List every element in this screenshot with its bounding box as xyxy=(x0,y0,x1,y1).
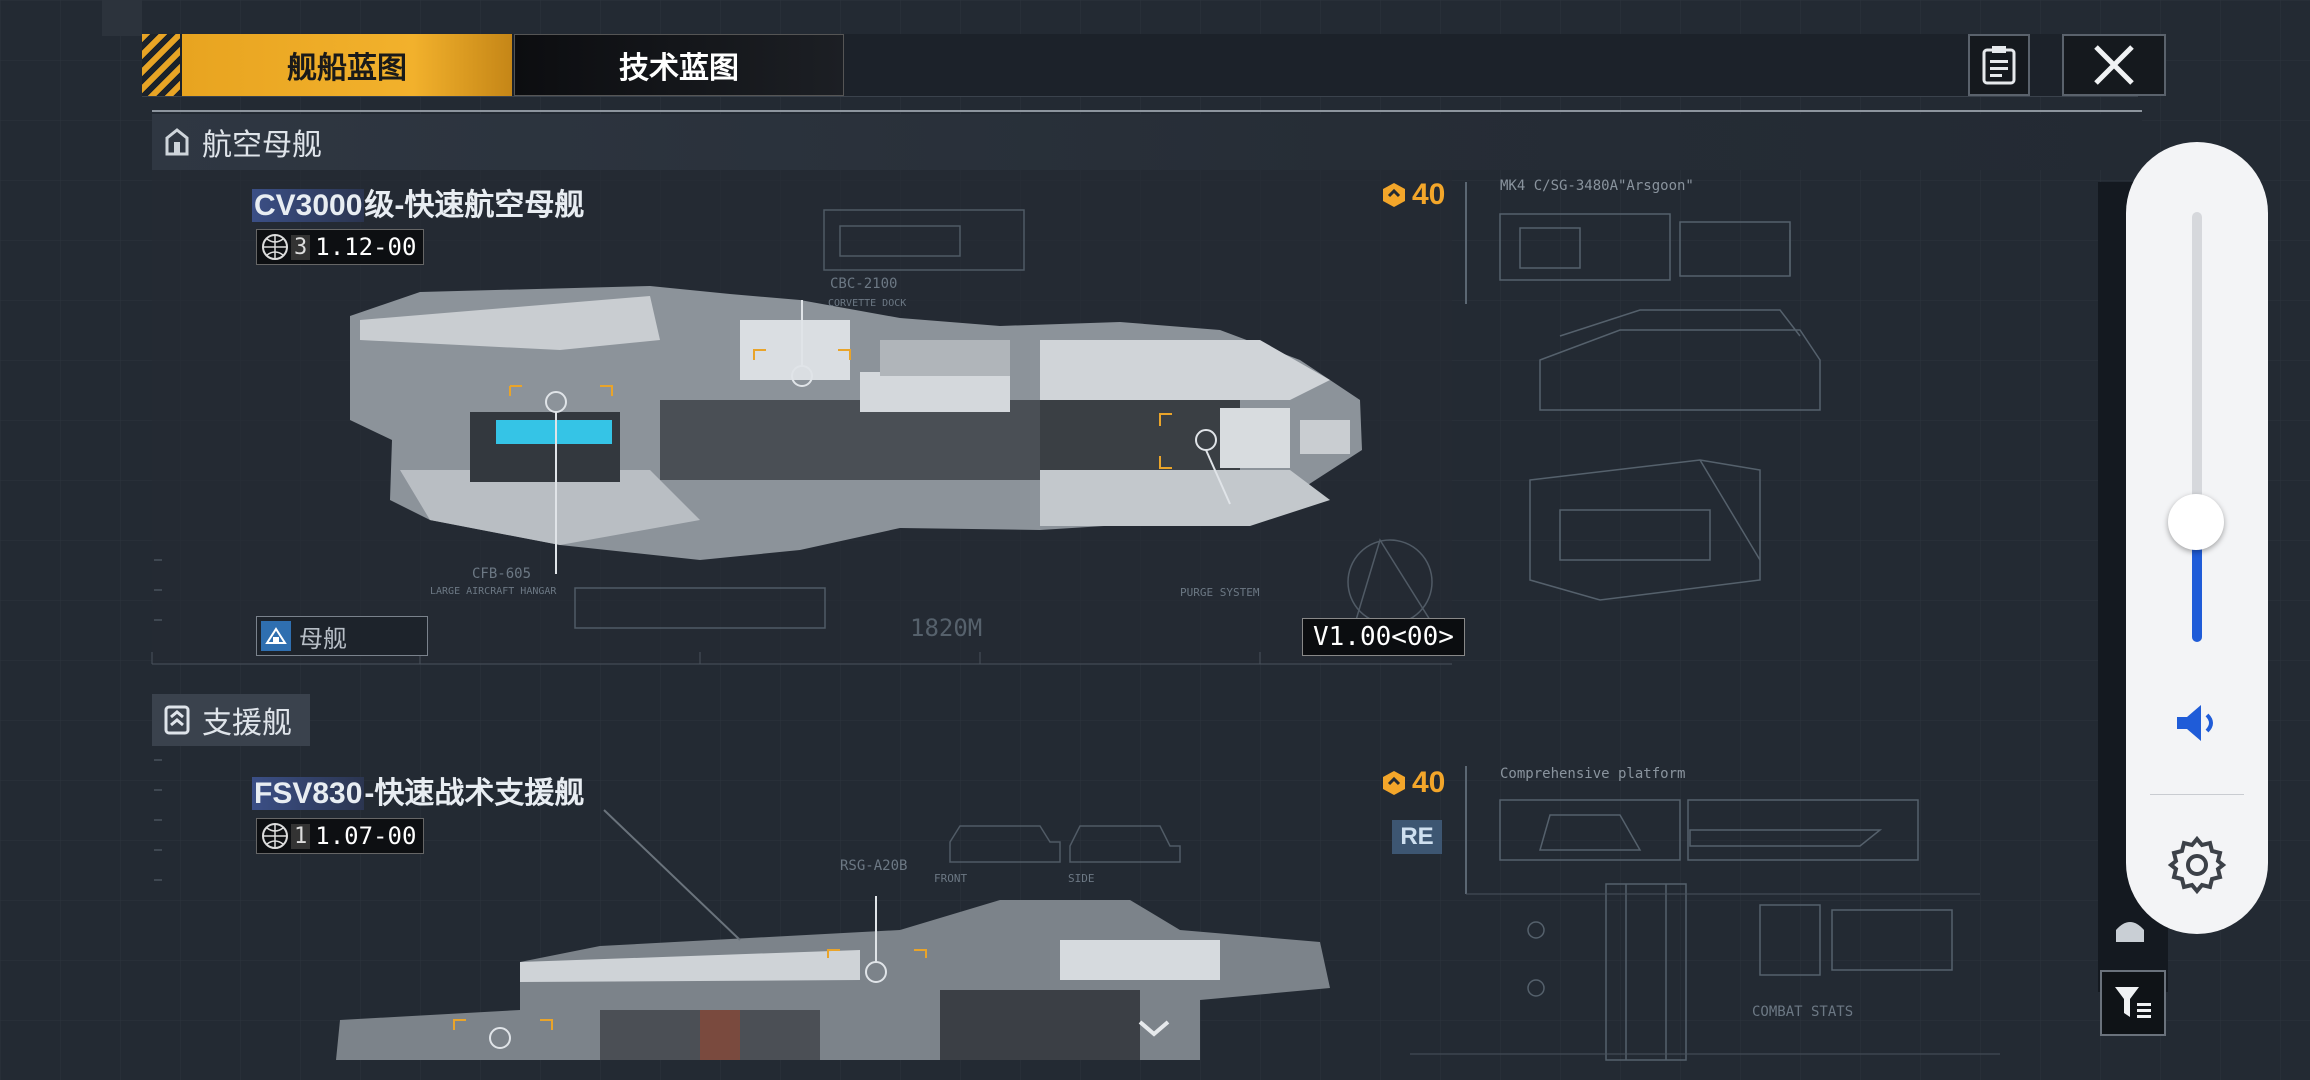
diagram-title: Comprehensive platform xyxy=(1500,766,1686,782)
re-badge: RE xyxy=(1392,820,1442,854)
cost-hex-icon xyxy=(1383,183,1405,207)
diagram-title: MK4 C/SG-3480A"Arsgoon" xyxy=(1500,178,1694,194)
chevron-down-icon[interactable] xyxy=(1134,1016,1174,1040)
settings-gear-icon xyxy=(2167,835,2227,895)
divider xyxy=(152,110,2142,112)
class-icon[interactable] xyxy=(2110,908,2150,948)
support-class-icon xyxy=(164,705,190,735)
volume-slider-knob[interactable] xyxy=(2168,493,2224,550)
module-label: SIDE xyxy=(1068,872,1095,885)
cost-value: 40 xyxy=(1412,766,1446,799)
tab-label: 技术蓝图 xyxy=(619,52,739,85)
carrier-ship-art xyxy=(350,286,1362,560)
mothership-icon xyxy=(261,621,291,651)
module-label: PURGE SYSTEM xyxy=(1180,586,1260,599)
hazard-stripe xyxy=(142,34,180,96)
ship-class: 级-快速航空母舰 xyxy=(364,189,585,222)
divider xyxy=(2150,794,2244,795)
module-label: RSG-A20B xyxy=(840,858,908,874)
globe-icon xyxy=(262,234,288,260)
ship-code: FSV830 xyxy=(252,777,365,810)
notes-icon xyxy=(1982,46,2016,85)
ship-cost: 40 xyxy=(1380,178,1445,212)
section-title: 航空母舰 xyxy=(202,129,322,162)
filter-button[interactable] xyxy=(2100,970,2166,1036)
support-ship-art xyxy=(336,900,1330,1060)
section-header-carrier: 航空母舰 xyxy=(152,114,2142,170)
speaker-button[interactable] xyxy=(2172,698,2222,748)
carrier-class-icon xyxy=(164,128,190,156)
volume-slider-track[interactable] xyxy=(2192,212,2202,642)
module-label: CFB-605 xyxy=(472,566,532,582)
section-title: 支援舰 xyxy=(202,707,292,740)
close-icon xyxy=(2094,45,2134,85)
tab-label: 舰船蓝图 xyxy=(287,52,407,85)
cost-hex-icon xyxy=(1383,771,1405,795)
speaker-icon xyxy=(2177,705,2213,741)
ship-version: 1.07-00 xyxy=(315,822,417,850)
ship-code: CV3000 xyxy=(252,189,365,222)
ship-type-badge: 母舰 xyxy=(256,616,428,656)
build-version: V1.00<00> xyxy=(1302,618,1465,656)
module-label: LARGE AIRCRAFT HANGAR xyxy=(430,586,557,597)
ship-level: 3 xyxy=(291,234,311,260)
notes-button[interactable] xyxy=(1968,34,2030,96)
ship-class: -快速战术支援舰 xyxy=(364,777,585,810)
ship-version: 1.12-00 xyxy=(315,233,417,261)
volume-slider-fill xyxy=(2192,521,2202,642)
ship-level-badge: 1 1.07-00 xyxy=(256,818,425,854)
ship-level-badge: 3 1.12-00 xyxy=(256,229,425,265)
ship-name-fsv830[interactable]: FSV830-快速战术支援舰 xyxy=(252,768,584,812)
ship-cost: 40 xyxy=(1380,766,1445,800)
ship-length: 1820M xyxy=(910,614,983,642)
tab-tech-blueprint[interactable]: 技术蓝图 xyxy=(514,34,844,96)
section-header-support: 支援舰 xyxy=(152,694,310,746)
ship-name-cv3000[interactable]: CV3000级-快速航空母舰 xyxy=(252,180,584,224)
module-label: FRONT xyxy=(934,872,968,885)
module-label: CBC-2100 xyxy=(830,276,898,292)
globe-icon xyxy=(262,823,288,849)
cost-value: 40 xyxy=(1412,178,1446,211)
ship-level: 1 xyxy=(291,823,311,849)
close-button[interactable] xyxy=(2062,34,2166,96)
settings-button[interactable] xyxy=(2164,832,2230,898)
ship-type: 母舰 xyxy=(299,625,347,653)
filter-icon xyxy=(2115,987,2151,1018)
tab-ship-blueprint[interactable]: 舰船蓝图 xyxy=(182,34,512,96)
module-label: CORVETTE DOCK xyxy=(828,298,907,309)
module-label: COMBAT STATS xyxy=(1752,1004,1854,1020)
